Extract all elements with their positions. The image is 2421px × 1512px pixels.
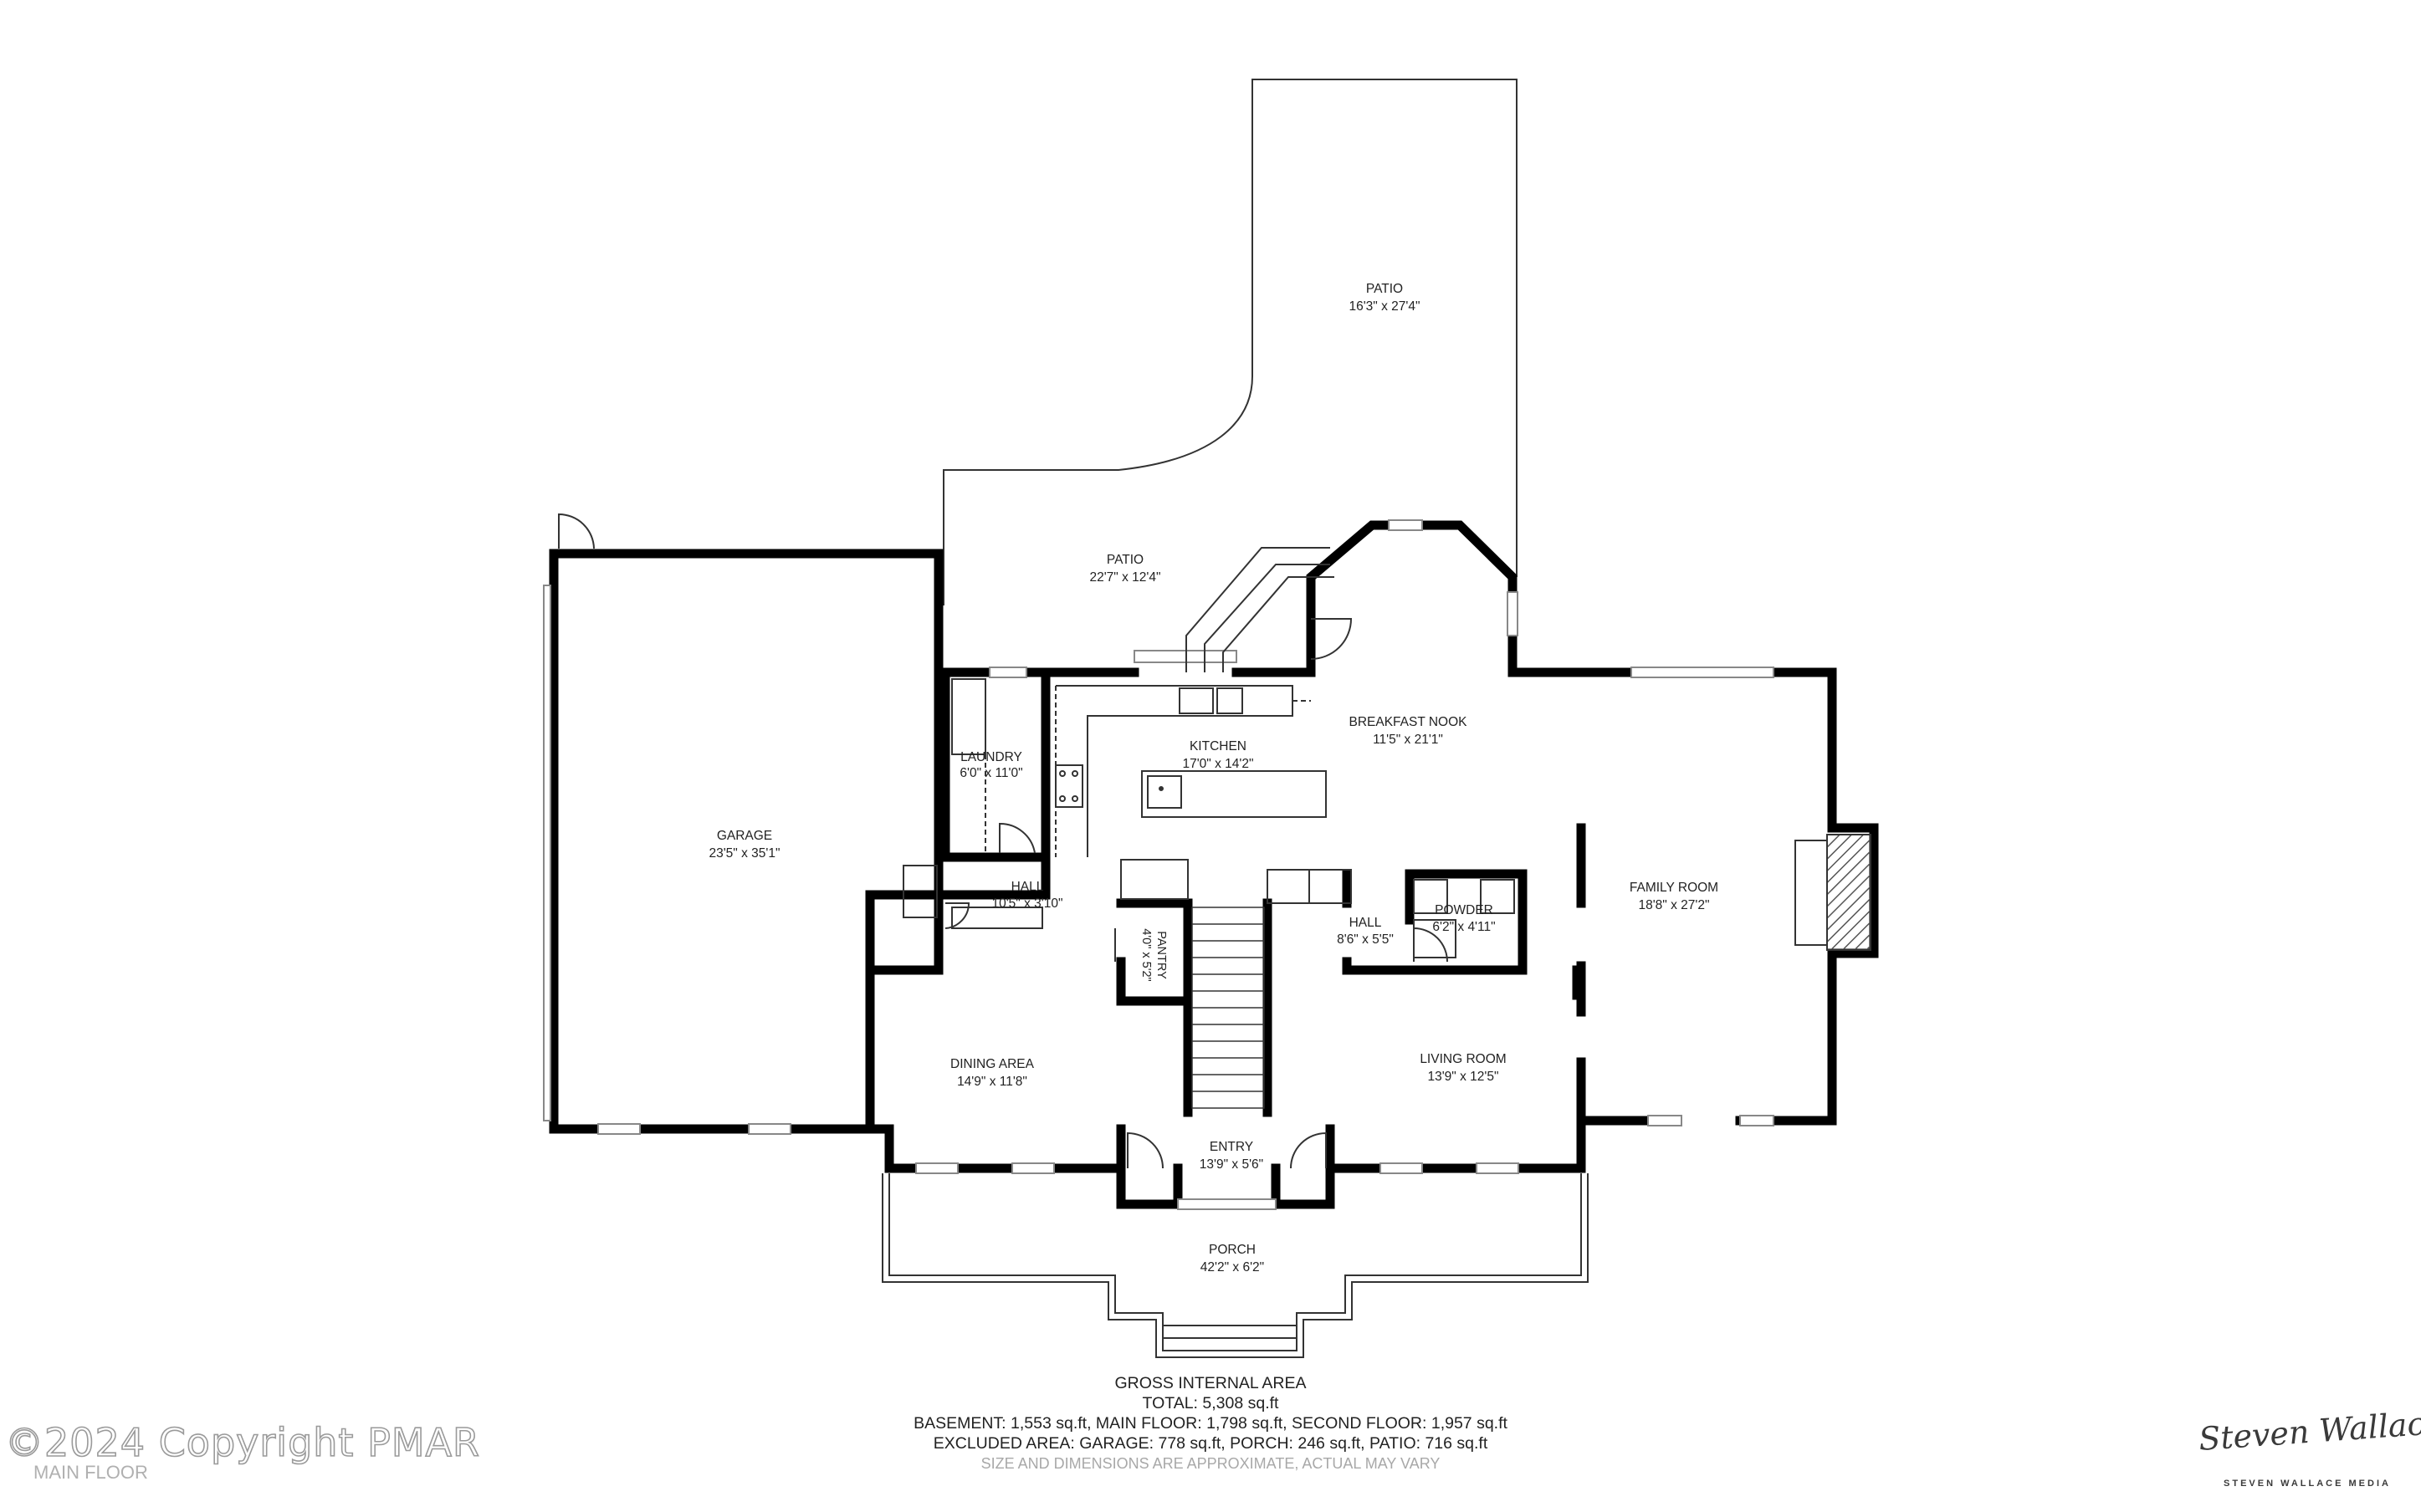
porch-outline (882, 1173, 1589, 1358)
svg-text:13'9" x 12'5": 13'9" x 12'5" (1427, 1070, 1498, 1084)
svg-text:17'0" x 14'2": 17'0" x 14'2" (1182, 757, 1253, 771)
svg-text:ENTRY: ENTRY (1210, 1140, 1253, 1154)
doors (558, 513, 1448, 1169)
room-living-room: LIVING ROOM 13'9" x 12'5" (1420, 1052, 1506, 1084)
svg-text:DINING AREA: DINING AREA (950, 1057, 1035, 1071)
wall-bay (1306, 520, 1518, 661)
svg-text:HALL: HALL (1349, 916, 1382, 930)
door-garage (558, 513, 595, 549)
area-note: SIZE AND DIMENSIONS ARE APPROXIMATE, ACT… (980, 1455, 1441, 1472)
svg-text:23'5" x 35'1": 23'5" x 35'1" (709, 846, 780, 861)
svg-text:42'2" x 6'2": 42'2" x 6'2" (1200, 1260, 1264, 1274)
room-powder: POWDER 6'2" x 4'11" (1432, 903, 1495, 934)
svg-text:22'7" x 12'4": 22'7" x 12'4" (1089, 570, 1160, 585)
svg-text:PATIO: PATIO (1107, 553, 1144, 567)
door-entry-left (1127, 1131, 1164, 1169)
door-nook (1310, 618, 1353, 660)
logo-script: Steven Wallace (2197, 1403, 2421, 1458)
room-family-room: FAMILY ROOM 18'8" x 27'2" (1630, 881, 1718, 912)
kitchen-fixtures (951, 547, 1334, 857)
door-laundry (999, 822, 1036, 854)
room-porch: PORCH 42'2" x 6'2" (1200, 1243, 1264, 1274)
room-patio-lower: PATIO 22'7" x 12'4" (1089, 553, 1160, 585)
patio-outline (943, 79, 1518, 605)
svg-text:BREAKFAST NOOK: BREAKFAST NOOK (1349, 715, 1468, 729)
svg-text:PANTRY: PANTRY (1154, 931, 1168, 979)
area-title: GROSS INTERNAL AREA (1114, 1374, 1307, 1392)
stove (1055, 764, 1083, 808)
svg-text:13'9" x 5'6": 13'9" x 5'6" (1200, 1157, 1263, 1172)
staircase (1191, 907, 1265, 1109)
svg-text:FAMILY ROOM: FAMILY ROOM (1630, 881, 1718, 895)
room-entry: ENTRY 13'9" x 5'6" (1200, 1140, 1263, 1172)
svg-text:LAUNDRY: LAUNDRY (960, 750, 1022, 764)
svg-text:KITCHEN: KITCHEN (1190, 739, 1246, 753)
svg-text:16'3" x 27'4": 16'3" x 27'4" (1349, 299, 1420, 314)
area-total: TOTAL: 5,308 sq.ft (1142, 1394, 1279, 1412)
svg-text:14'9" x 11'8": 14'9" x 11'8" (957, 1075, 1027, 1089)
room-dining-area: DINING AREA 14'9" x 11'8" (950, 1057, 1035, 1089)
logo-subtitle: STEVEN WALLACE MEDIA (2224, 1479, 2391, 1489)
svg-text:10'5" x 3'10": 10'5" x 3'10" (991, 896, 1062, 911)
door-hall (944, 902, 970, 929)
floor-name: MAIN FLOOR (33, 1462, 148, 1483)
door-entry-right (1290, 1131, 1327, 1169)
hall-fixtures (903, 859, 1515, 958)
brand-logo: Steven Wallace STEVEN WALLACE MEDIA (2197, 1395, 2421, 1505)
wall-pantry (1116, 898, 1193, 1006)
kitchen-island (1141, 770, 1327, 818)
door-powder (1413, 927, 1448, 963)
area-excluded: EXCLUDED AREA: GARAGE: 778 sq.ft, PORCH:… (933, 1434, 1488, 1453)
walls (549, 520, 1879, 1209)
svg-text:POWDER: POWDER (1435, 903, 1493, 917)
svg-text:GARAGE: GARAGE (717, 829, 772, 843)
room-kitchen: KITCHEN 17'0" x 14'2" (1182, 739, 1253, 771)
svg-text:HALL: HALL (1011, 880, 1044, 894)
wall-laundry (934, 667, 1051, 862)
svg-text:6'0" x 11'0": 6'0" x 11'0" (960, 766, 1022, 780)
area-summary: GROSS INTERNAL AREA TOTAL: 5,308 sq.ft B… (0, 1373, 2421, 1474)
copyright-watermark: ©2024 Copyright PMAR (4, 1419, 480, 1466)
room-laundry: LAUNDRY 6'0" x 11'0" (960, 750, 1022, 780)
svg-text:PATIO: PATIO (1366, 282, 1403, 296)
room-garage: GARAGE 23'5" x 35'1" (709, 829, 780, 861)
svg-text:8'6" x 5'5": 8'6" x 5'5" (1337, 932, 1394, 947)
wall-family-room (1735, 948, 1837, 1126)
svg-text:4'0" x 5'2": 4'0" x 5'2" (1139, 928, 1153, 981)
room-breakfast-nook: BREAKFAST NOOK 11'5" x 21'1" (1349, 715, 1468, 747)
room-patio-upper: PATIO 16'3" x 27'4" (1349, 282, 1420, 314)
svg-text:11'5" x 21'1": 11'5" x 21'1" (1373, 733, 1443, 747)
svg-text:6'2" x 4'11": 6'2" x 4'11" (1432, 920, 1495, 934)
fireplace (1794, 834, 1871, 951)
area-floors: BASEMENT: 1,553 sq.ft, MAIN FLOOR: 1,798… (914, 1414, 1507, 1433)
wall-garage (549, 549, 944, 1134)
room-hall-right: HALL 8'6" x 5'5" (1337, 916, 1394, 947)
windows (543, 519, 1774, 1210)
svg-text:18'8" x 27'2": 18'8" x 27'2" (1638, 898, 1709, 912)
svg-text:LIVING ROOM: LIVING ROOM (1420, 1052, 1506, 1066)
room-hall-left: HALL 10'5" x 3'10" (991, 880, 1062, 911)
room-labels: PATIO 16'3" x 27'4" PATIO 22'7" x 12'4" BR… (709, 282, 1718, 1274)
svg-text:PORCH: PORCH (1209, 1243, 1256, 1257)
